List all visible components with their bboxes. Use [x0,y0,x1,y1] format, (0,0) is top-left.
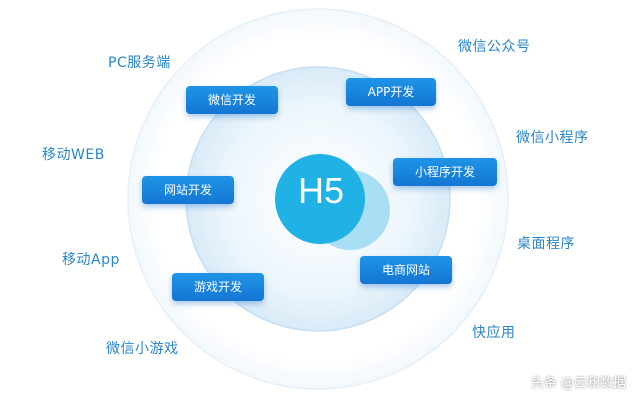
outer-label-pc-server: PC服务端 [108,55,171,71]
outer-label-mobile-web: 移动WEB [42,147,105,163]
outer-label-wechat-minigame: 微信小游戏 [106,341,179,357]
outer-label-desktop-app: 桌面程序 [517,236,575,252]
center-label: H5 [297,170,345,211]
outer-label-quick-app: 快应用 [472,325,516,341]
app-dev-pill[interactable]: APP开发 [346,78,436,106]
outer-label-mobile-app: 移动App [62,252,120,268]
center-circle [275,154,365,244]
wechat-dev-pill[interactable]: 微信开发 [186,86,278,114]
game-dev-pill[interactable]: 游戏开发 [172,273,264,301]
watermark: 头条 @云和数据 [530,376,626,391]
miniprogram-dev-pill[interactable]: 小程序开发 [393,158,497,186]
outer-label-wechat-miniprogram: 微信小程序 [516,130,589,146]
ecommerce-site-pill[interactable]: 电商网站 [360,256,452,284]
website-dev-pill[interactable]: 网站开发 [142,176,234,204]
outer-label-wechat-official: 微信公众号 [458,39,531,55]
